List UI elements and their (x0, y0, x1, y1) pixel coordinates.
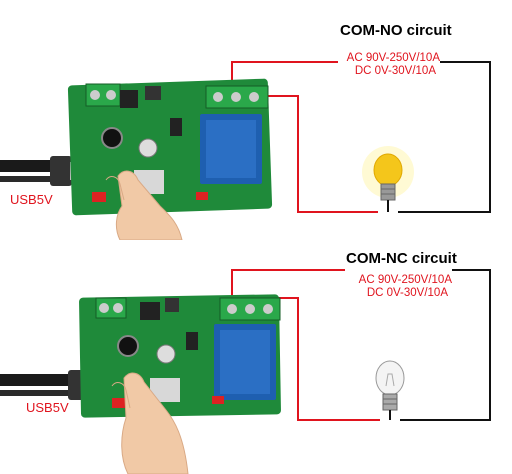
black-wire-supply (398, 61, 491, 213)
lit-bulb-icon (362, 146, 414, 212)
panel-title: COM-NO circuit (340, 22, 452, 39)
spec-dc: DC 0V-30V/10A (354, 65, 436, 77)
pointing-hand-icon (105, 170, 183, 240)
red-wire-com (231, 269, 345, 298)
com-no-diagram (0, 61, 491, 240)
com-no-panel: COM-NO circuit AC 90V-250V/10A DC 0V-30V… (0, 22, 491, 240)
usb-label: USB5V (10, 192, 53, 207)
relay-board (67, 78, 273, 216)
panel-title: COM-NC circuit (346, 250, 457, 267)
usb-cable-icon (0, 156, 80, 186)
relay-board (79, 294, 281, 418)
red-wire-no (252, 95, 378, 213)
com-nc-diagram (0, 269, 491, 474)
com-nc-panel: COM-NC circuit AC 90V-250V/10A DC 0V-30V… (0, 240, 512, 474)
black-wire-supply (400, 269, 491, 421)
pointing-hand-icon (111, 372, 189, 474)
unlit-bulb-icon (375, 360, 405, 420)
spec-dc: DC 0V-30V/10A (366, 287, 448, 299)
usb-label: USB5V (26, 400, 69, 415)
spec-ac: AC 90V-250V/10A (346, 52, 440, 64)
spec-ac: AC 90V-250V/10A (358, 274, 452, 286)
